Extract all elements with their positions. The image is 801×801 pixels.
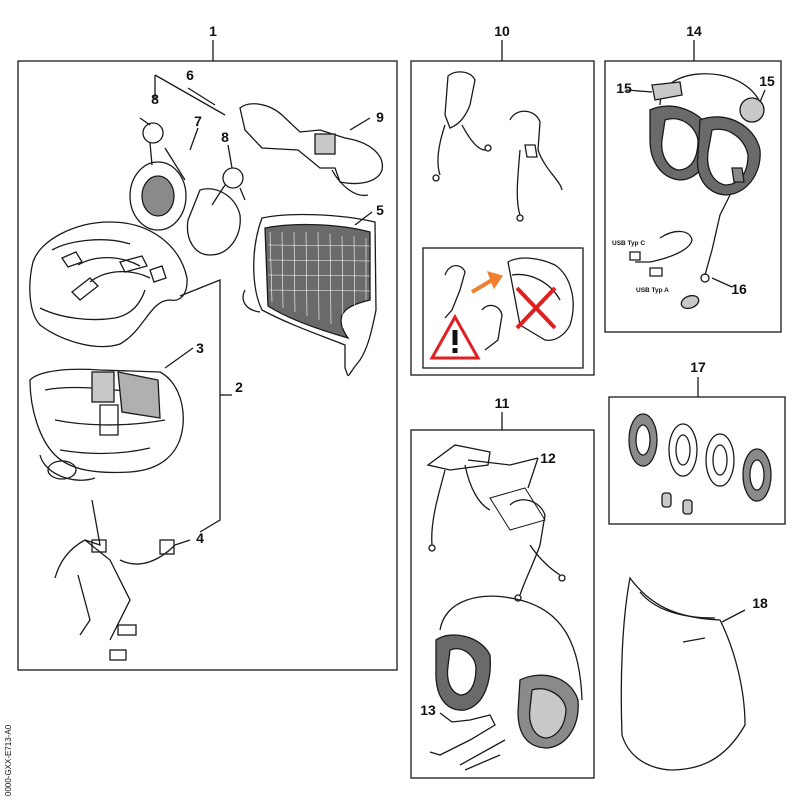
usb-cable — [629, 230, 693, 277]
callout-16: 16 — [731, 281, 747, 297]
face-shield — [620, 576, 746, 771]
bluetooth-headset — [649, 73, 765, 283]
label-panel-17: 17 — [690, 359, 706, 375]
incompatible-mount-example — [444, 257, 574, 351]
callout-7: 7 — [194, 113, 202, 129]
ear-defenders — [129, 122, 246, 256]
side-reference-code: 0000-GXX-E713-A0 — [4, 724, 13, 796]
callout-15-left: 15 — [616, 80, 632, 96]
usb-type-a-label: USB Typ A — [636, 287, 669, 294]
callout-13: 13 — [420, 702, 436, 718]
cable-set — [429, 714, 506, 771]
warning-triangle-icon — [429, 313, 481, 360]
helmet-harness — [29, 368, 184, 481]
label-panel-11: 11 — [495, 395, 510, 411]
callout-2: 2 — [235, 379, 243, 395]
label-panel-14: 14 — [686, 23, 702, 39]
callout-8-left: 8 — [151, 91, 159, 107]
panel-17-frame — [608, 396, 786, 525]
helmet-shell — [29, 221, 188, 348]
callout-9: 9 — [376, 109, 384, 125]
label-panel-1: 1 — [209, 23, 217, 39]
arrow-right-icon — [470, 271, 504, 294]
callout-6: 6 — [186, 67, 194, 83]
visor-mount — [239, 103, 383, 197]
panel-14-frame — [604, 60, 782, 333]
mesh-visor — [242, 213, 377, 377]
warning-box — [422, 247, 584, 369]
callout-15-right: 15 — [759, 73, 775, 89]
panel-10-frame — [410, 60, 595, 376]
callout-12: 12 — [540, 450, 556, 466]
chin-strap — [54, 499, 176, 661]
callout-4: 4 — [196, 530, 204, 546]
callout-3: 3 — [196, 340, 204, 356]
usb-type-c-label: USB Typ C — [612, 240, 645, 247]
cross-mark-icon — [515, 286, 557, 330]
ear-cushion-small — [680, 294, 700, 310]
hygiene-kit — [628, 413, 772, 515]
label-panel-18: 18 — [752, 595, 768, 611]
communication-earmuffs — [435, 595, 583, 749]
headband-mount-kit — [426, 444, 566, 602]
label-panel-10: 10 — [494, 23, 510, 39]
headband-bracket — [432, 71, 563, 222]
callout-8-right: 8 — [221, 129, 229, 145]
callout-5: 5 — [376, 202, 384, 218]
panel-1-frame — [17, 60, 398, 671]
